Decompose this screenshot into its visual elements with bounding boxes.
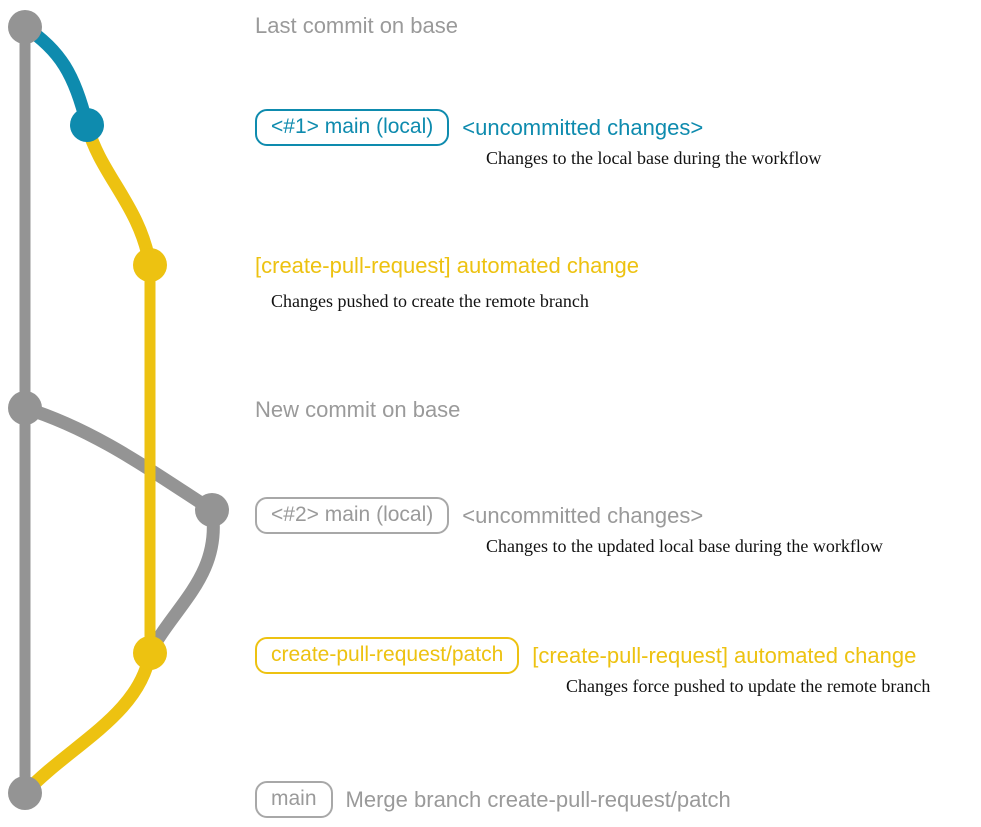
row-local-main-1: <#1> main (local) <uncommitted changes> [255,109,703,146]
branch-graph-svg [8,10,229,810]
node-base-head[interactable] [8,10,42,44]
edge-base-to-local2 [18,401,219,517]
badge-line-merge-commit: main Merge branch create-pull-request/pa… [255,781,731,818]
edge-local1-to-remote1 [80,118,157,272]
label-automated-change-2: [create-pull-request] automated change [532,642,917,668]
node-merge[interactable] [8,776,42,810]
badge-local-main-2[interactable]: <#2> main (local) [255,497,450,534]
label-uncommitted-changes-2: <uncommitted changes> [462,502,704,528]
badge-create-pull-request-patch[interactable]: create-pull-request/patch [255,637,520,674]
badge-line-automated-change-2: create-pull-request/patch [create-pull-r… [255,637,916,674]
row-merge-commit: main Merge branch create-pull-request/pa… [255,781,731,818]
label-new-commit-on-base: New commit on base [255,397,461,422]
label-last-commit-on-base: Last commit on base [255,13,458,38]
node-local-1[interactable] [70,108,104,142]
node-remote-1[interactable] [133,248,167,282]
row-last-commit-on-base: Last commit on base [255,13,458,39]
badge-line-local-main-1: <#1> main (local) <uncommitted changes> [255,109,703,146]
badge-line-local-main-2: <#2> main (local) <uncommitted changes> [255,497,703,534]
badge-local-main-1[interactable]: <#1> main (local) [255,109,450,146]
node-base-new[interactable] [8,391,42,425]
edge-remote2-to-merge [18,646,157,800]
label-automated-change-1: [create-pull-request] automated change [255,253,640,278]
desc-automated-change-2: Changes force pushed to update the remot… [566,676,931,696]
desc-automated-change-1: Changes pushed to create the remote bran… [271,291,589,311]
edge-base-to-local1 [18,20,94,132]
desc-local-main-2: Changes to the updated local base during… [486,536,883,556]
desc-local-main-1: Changes to the local base during the wor… [486,148,822,168]
edge-local2-to-remote2 [143,503,220,660]
row-new-commit-on-base: New commit on base [255,397,460,423]
label-merge-branch: Merge branch create-pull-request/patch [345,786,731,812]
row-local-main-2: <#2> main (local) <uncommitted changes> [255,497,703,534]
badge-main[interactable]: main [255,781,333,818]
row-automated-change-1: [create-pull-request] automated change [255,253,639,279]
node-local-2[interactable] [195,493,229,527]
node-remote-2[interactable] [133,636,167,670]
label-uncommitted-changes-1: <uncommitted changes> [462,114,704,140]
row-automated-change-2: create-pull-request/patch [create-pull-r… [255,637,916,674]
